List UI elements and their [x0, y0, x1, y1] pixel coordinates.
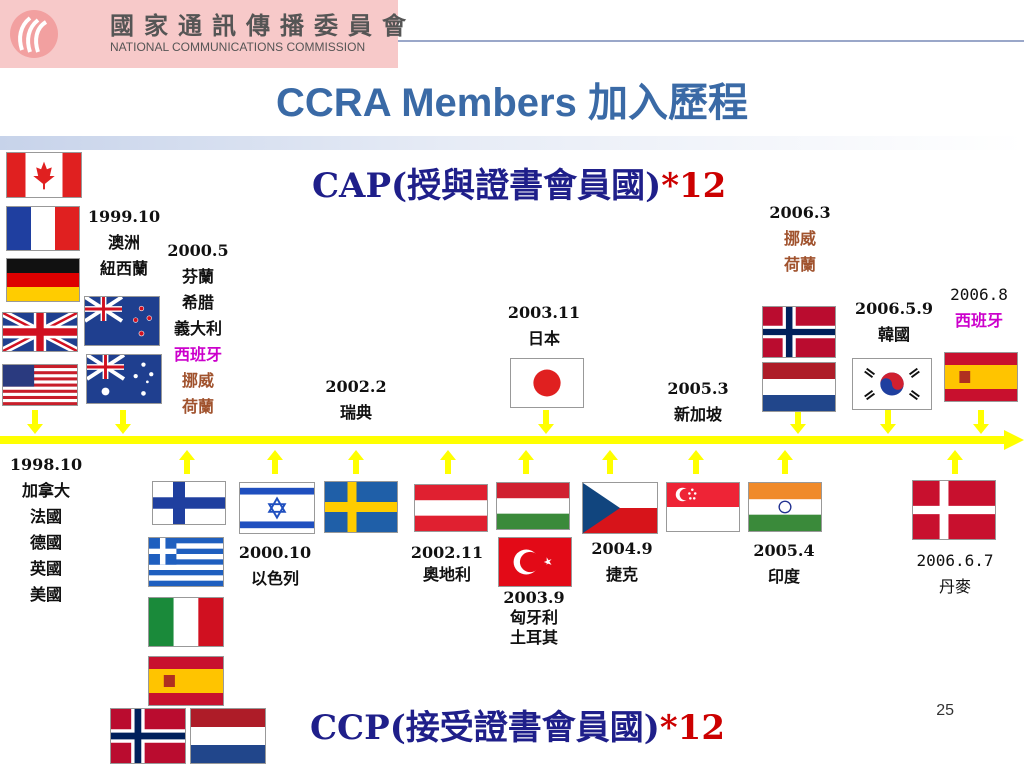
- timeline-marker: [538, 410, 554, 434]
- entry-2000-5: 2000.5 芬蘭 希腊 義大利 西班牙 挪威 荷蘭: [167, 241, 229, 416]
- timeline-axis: [0, 436, 1006, 444]
- timeline-marker: [267, 450, 283, 474]
- spain-flag-icon: [944, 352, 1018, 402]
- header-banner: 國家通訊傳播委員會 NATIONAL COMMUNICATIONS COMMIS…: [0, 0, 406, 68]
- new-zealand-flag-icon: [84, 296, 160, 346]
- timeline-marker: [440, 450, 456, 474]
- entry-2005-3: 2005.3 新加坡: [667, 379, 729, 424]
- ncc-logo-icon: [10, 10, 58, 58]
- uk-flag-icon: [2, 312, 78, 352]
- timeline-marker: [115, 410, 131, 434]
- timeline-marker: [947, 450, 963, 474]
- australia-flag-icon: [86, 354, 162, 404]
- timeline-marker: [348, 450, 364, 474]
- slide-title-en: CCRA Members: [276, 81, 577, 125]
- timeline-marker: [777, 450, 793, 474]
- italy-flag-icon: [148, 597, 224, 647]
- india-flag-icon: [748, 482, 822, 532]
- austria-flag-icon: [414, 484, 488, 532]
- timeline-marker: [790, 410, 806, 434]
- france-flag-icon: [6, 206, 80, 251]
- netherlands-flag-icon: [762, 362, 836, 412]
- spain-flag-icon: [148, 656, 224, 706]
- turkey-flag-icon: [498, 537, 572, 587]
- entry-1999-10: 1999.10 澳洲 紐西蘭: [87, 207, 161, 278]
- timeline-marker: [179, 450, 195, 474]
- title-underline-band: [0, 136, 1024, 150]
- greece-flag-icon: [148, 537, 224, 587]
- japan-flag-icon: [510, 358, 584, 408]
- entry-2004-9: 2004.9 捷克: [591, 539, 653, 584]
- entry-2002-2: 2002.2 瑞典: [325, 377, 387, 422]
- entry-2000-10: 2000.10 以色列: [238, 543, 312, 588]
- entry-2003-11: 2003.11 日本: [507, 303, 581, 348]
- norway-flag-icon: [110, 708, 186, 764]
- header-divider: [398, 40, 1024, 42]
- timeline-marker: [880, 410, 896, 434]
- entry-2006-5-9: 2006.5.9 韓國: [855, 299, 933, 344]
- singapore-flag-icon: [666, 482, 740, 532]
- czech-flag-icon: [582, 482, 658, 534]
- canada-flag-icon: [6, 152, 82, 198]
- entry-2006-8: 2006.8 西班牙: [950, 285, 1008, 330]
- denmark-flag-icon: [912, 480, 996, 540]
- timeline-marker: [688, 450, 704, 474]
- org-name-en: NATIONAL COMMUNICATIONS COMMISSION: [110, 40, 366, 54]
- entry-1998-10: 1998.10 加拿大 法國 德國 英國 美國: [9, 455, 83, 604]
- germany-flag-icon: [6, 258, 80, 302]
- sweden-flag-icon: [324, 481, 398, 533]
- timeline-arrow-head: [1004, 430, 1024, 450]
- slide-title: CCRA Members 加入歷程: [0, 70, 1024, 128]
- hungary-flag-icon: [496, 482, 570, 530]
- entry-2002-11: 2002.11 奧地利: [410, 543, 484, 584]
- south-korea-flag-icon: [852, 358, 932, 410]
- cap-heading: CAP(授與證書會員國)*12: [312, 166, 727, 206]
- timeline-marker: [518, 450, 534, 474]
- entry-2006-3: 2006.3 挪威 荷蘭: [769, 203, 831, 274]
- netherlands-flag-icon: [190, 708, 266, 764]
- timeline-marker: [973, 410, 989, 434]
- page-number: 25: [936, 702, 954, 719]
- entry-2005-4: 2005.4 印度: [753, 541, 815, 586]
- entry-2006-6-7: 2006.6.7 丹麥: [916, 551, 994, 596]
- usa-flag-icon: [2, 364, 78, 406]
- entry-2003-9: 2003.9 匈牙利 土耳其: [503, 588, 565, 647]
- timeline-marker: [27, 410, 43, 434]
- timeline-marker: [602, 450, 618, 474]
- israel-flag-icon: [239, 482, 315, 534]
- norway-flag-icon: [762, 306, 836, 358]
- slide-title-cn: 加入歷程: [587, 80, 748, 126]
- org-name-cn: 國家通訊傳播委員會: [110, 11, 416, 40]
- finland-flag-icon: [152, 481, 226, 525]
- ccp-heading: CCP(接受證書會員國)*12: [310, 708, 725, 748]
